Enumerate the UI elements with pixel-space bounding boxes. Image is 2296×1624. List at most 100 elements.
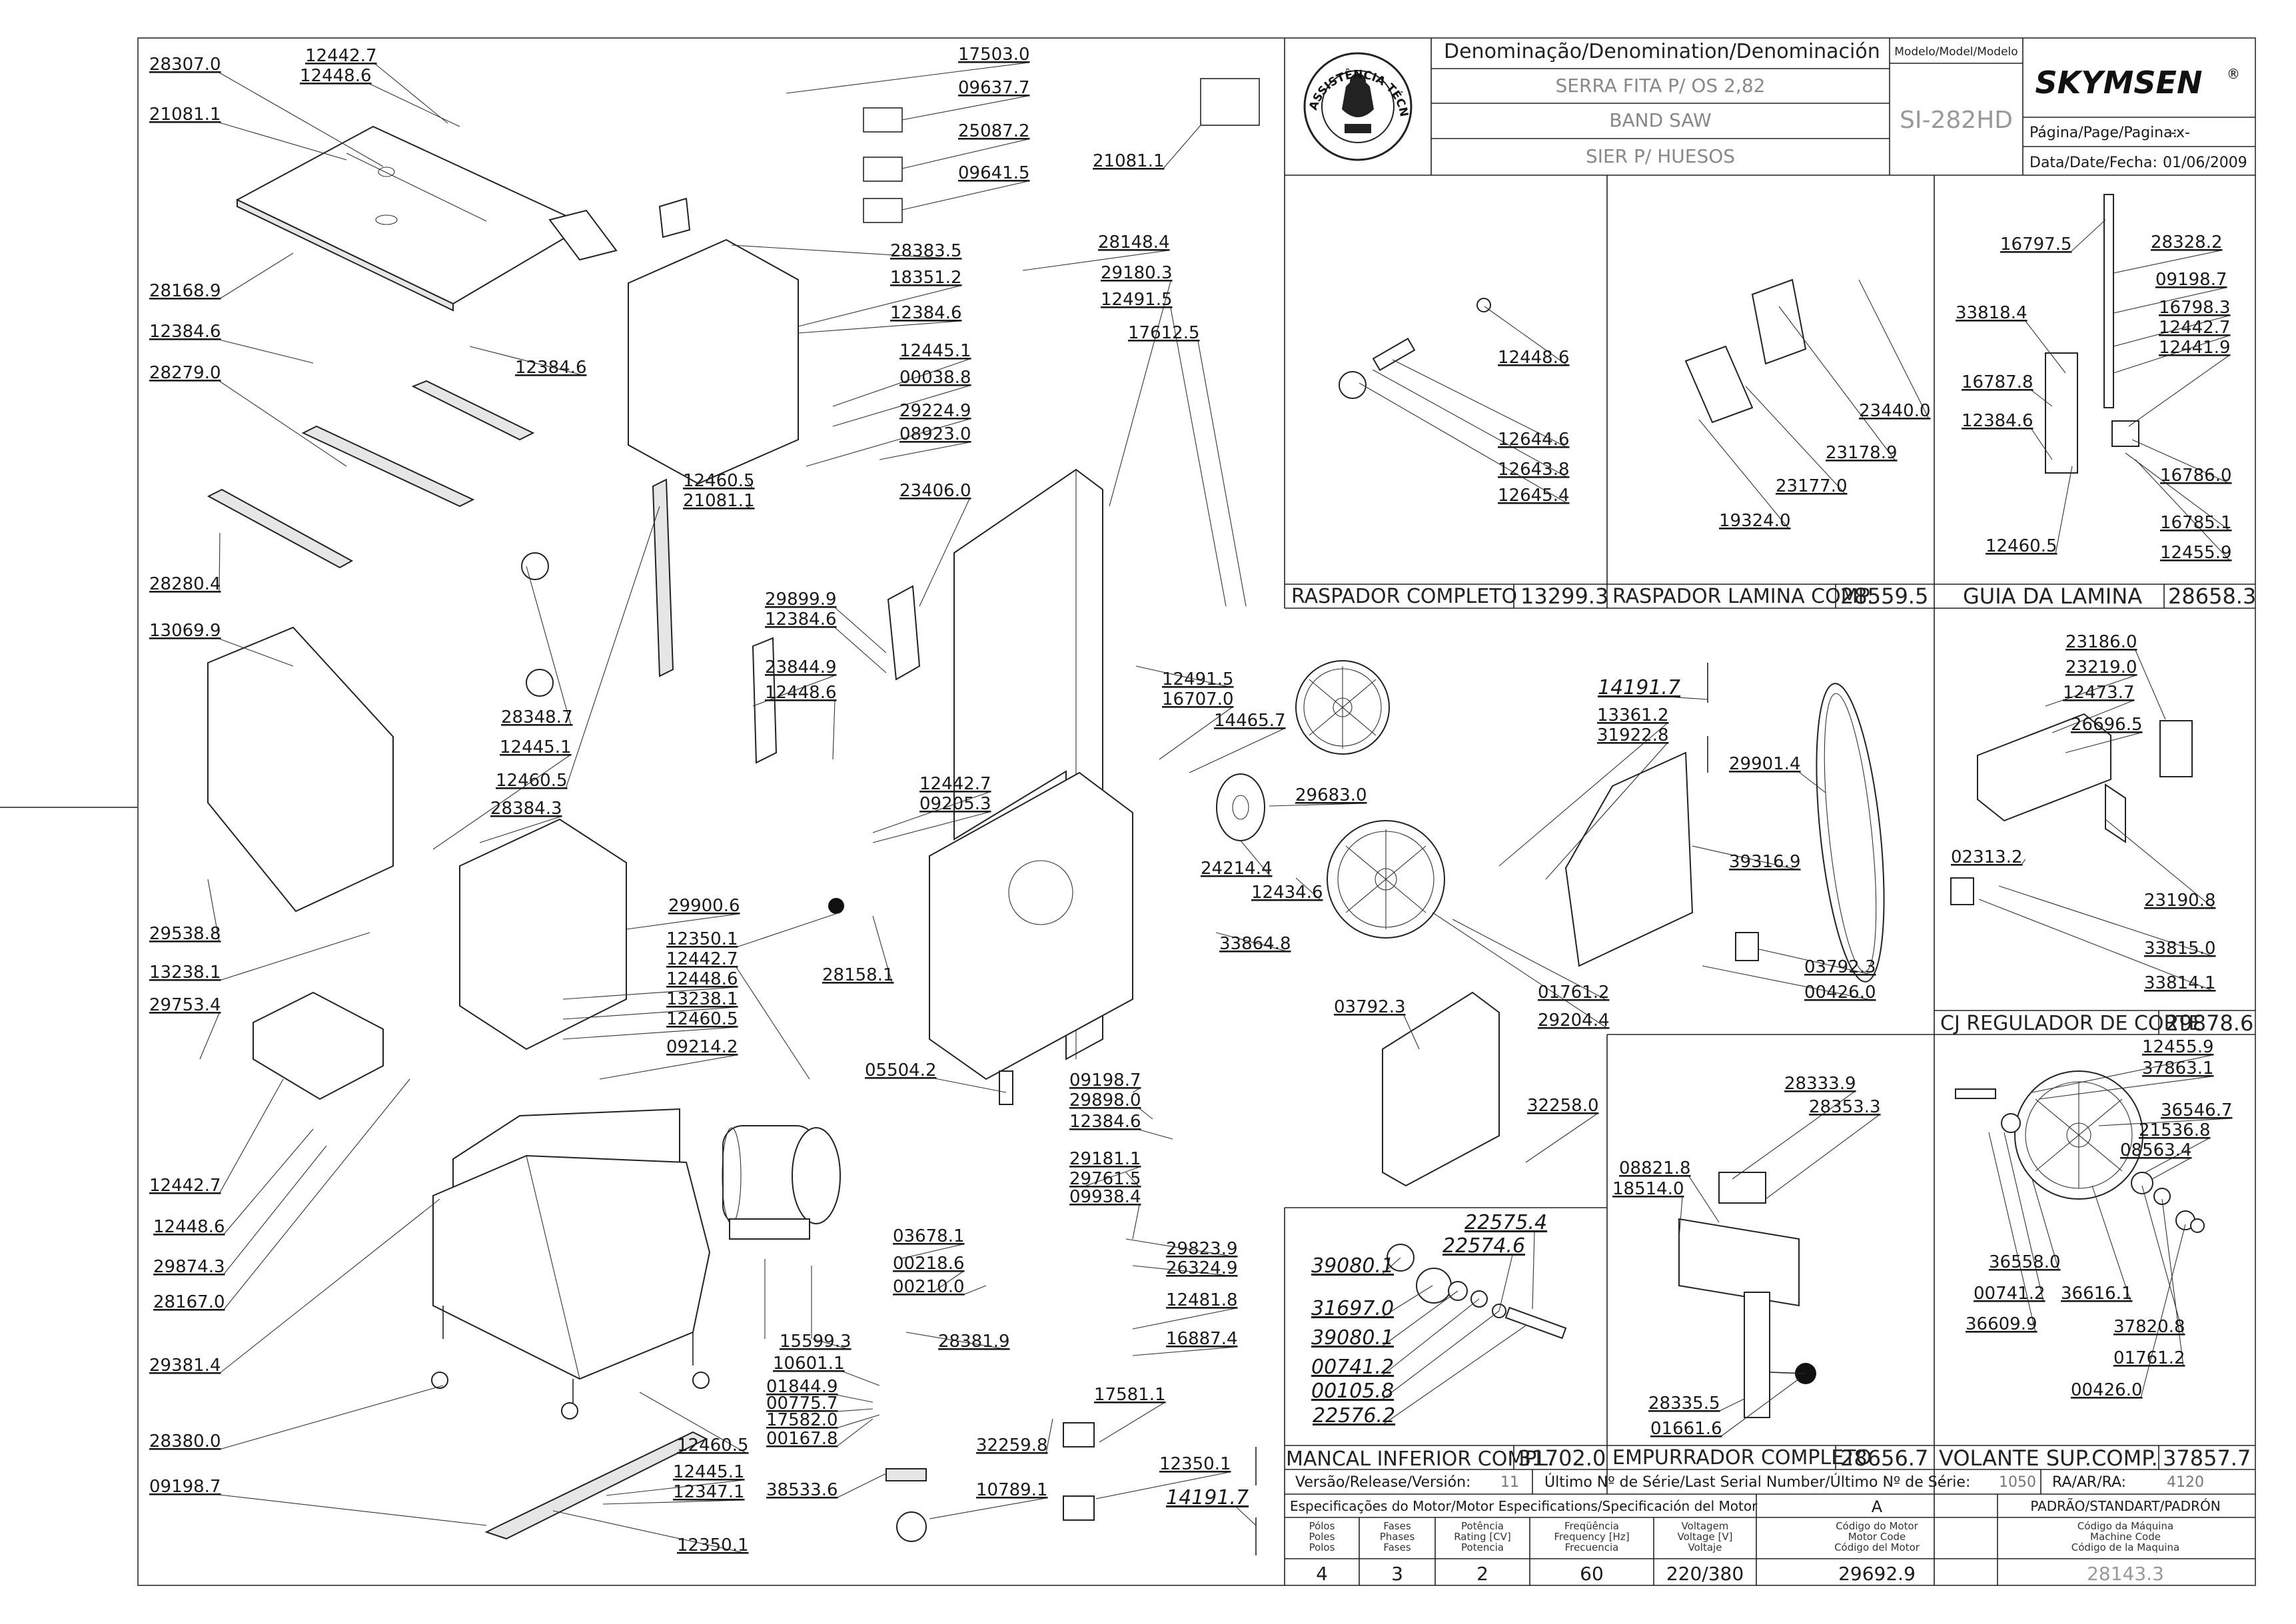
leader-line bbox=[219, 1494, 487, 1526]
part-label-29898.0: 29898.0 bbox=[1069, 1090, 1141, 1110]
part-label-17612.5: 17612.5 bbox=[1128, 323, 1200, 343]
part-label-25087.2: 25087.2 bbox=[958, 121, 1030, 141]
leader-line bbox=[1381, 1310, 1500, 1401]
spec-col-header: Fases bbox=[1383, 1520, 1411, 1532]
sub-5-part-label: 08821.8 bbox=[1619, 1158, 1691, 1178]
leader-line bbox=[901, 95, 1029, 121]
leader-line bbox=[219, 339, 314, 364]
sub-4-part-label: 22576.2 bbox=[1313, 1404, 1395, 1427]
leader-line bbox=[1125, 1238, 1237, 1258]
sub-3-part-label: 23219.0 bbox=[2065, 657, 2137, 677]
part-label-29900.6: 29900.6 bbox=[668, 896, 740, 916]
spec-col-header: Voltaje bbox=[1688, 1541, 1722, 1553]
leader-line bbox=[2065, 732, 2141, 753]
leader-line bbox=[219, 532, 221, 593]
spec-col-value: 2 bbox=[1476, 1563, 1488, 1585]
part-label-01844.9: 01844.9 bbox=[766, 1377, 838, 1397]
sub-name-2: GUIA DA LAMINA bbox=[1963, 584, 2142, 609]
leader-line bbox=[219, 1078, 284, 1194]
leader-line bbox=[2055, 466, 2073, 555]
leader-line bbox=[2128, 355, 2229, 427]
part-label-24214.4: 24214.4 bbox=[1201, 859, 1273, 879]
denomination-header: Denominação/Denomination/Denominación bbox=[1444, 40, 1880, 63]
spec-col-header: Frecuencia bbox=[1565, 1541, 1619, 1553]
leader-line bbox=[1381, 1290, 1458, 1348]
leader-line bbox=[2038, 1076, 2213, 1100]
leader-line bbox=[1269, 803, 1366, 807]
leader-line bbox=[872, 791, 990, 833]
leader-line bbox=[1545, 743, 1668, 880]
sub-2-part-label: 12442.7 bbox=[2159, 318, 2231, 338]
leader-line bbox=[219, 932, 370, 981]
leader-line bbox=[1702, 965, 1875, 1001]
part-label-17581.1: 17581.1 bbox=[1094, 1385, 1166, 1405]
part-label-28348.7: 28348.7 bbox=[501, 707, 573, 727]
spec-col-header: Código da Máquina bbox=[2077, 1520, 2173, 1532]
leader-line bbox=[199, 1013, 220, 1060]
leader-line bbox=[832, 358, 970, 407]
leader-line bbox=[1765, 1114, 1880, 1200]
name-es: SIER P/ HUESOS bbox=[1586, 145, 1735, 167]
rail-28280 bbox=[207, 488, 354, 569]
box-09641 bbox=[1200, 78, 1260, 126]
part-label-13238.1: 13238.1 bbox=[149, 963, 221, 983]
main-exploded-view bbox=[207, 78, 1885, 1555]
part-label-12442.7: 12442.7 bbox=[666, 949, 738, 969]
part-label-12491.5: 12491.5 bbox=[1101, 290, 1173, 310]
leader-line bbox=[1667, 696, 1708, 700]
leader-line bbox=[1732, 1091, 1855, 1180]
leader-line bbox=[1132, 1204, 1140, 1240]
leader-line bbox=[526, 566, 572, 726]
leader-line bbox=[2031, 390, 2053, 407]
part-label-21081.1: 21081.1 bbox=[683, 491, 755, 511]
leader-line bbox=[832, 700, 836, 760]
spec-col-header: Motor Code bbox=[1848, 1531, 1906, 1543]
leader-line bbox=[219, 252, 294, 300]
leader-line bbox=[1235, 1506, 1257, 1526]
part-label-12460.5: 12460.5 bbox=[677, 1435, 749, 1455]
part-label-31922.8: 31922.8 bbox=[1597, 725, 1669, 745]
part-label-12350.1: 12350.1 bbox=[677, 1535, 749, 1555]
part-label-12350.1: 12350.1 bbox=[1159, 1454, 1231, 1474]
leader-line bbox=[1381, 1285, 1433, 1318]
sub-6-part-label: 36546.7 bbox=[2161, 1100, 2233, 1120]
part-label-29901.4: 29901.4 bbox=[1729, 754, 1801, 774]
leader-line bbox=[1215, 932, 1290, 953]
leader-line bbox=[1988, 1132, 2036, 1333]
lower-frame-housing bbox=[929, 771, 1133, 1080]
sub-4-part-label: 39080.1 bbox=[1311, 1326, 1394, 1350]
part-label-12347.1: 12347.1 bbox=[673, 1482, 745, 1502]
leader-line bbox=[1189, 728, 1285, 773]
page-label: Página/Page/Pagina: bbox=[2029, 125, 2177, 141]
leader-line bbox=[879, 442, 970, 460]
part-label-00775.7: 00775.7 bbox=[766, 1394, 838, 1414]
sub-1-part-label: 23177.0 bbox=[1776, 476, 1848, 496]
leader-line bbox=[223, 1145, 327, 1276]
part-label-29180.3: 29180.3 bbox=[1101, 263, 1173, 283]
sub-3-part-label: 23190.8 bbox=[2144, 891, 2216, 911]
leader-line bbox=[1170, 307, 1227, 607]
leader-line bbox=[832, 385, 970, 427]
leader-line bbox=[479, 816, 561, 843]
sub-0-part-label: 12643.8 bbox=[1498, 460, 1570, 480]
leader-line bbox=[1109, 280, 1171, 507]
leader-line bbox=[1678, 1196, 1683, 1240]
leader-line bbox=[1998, 885, 2215, 957]
side-cover-plate bbox=[207, 626, 394, 913]
part-label-12445.1: 12445.1 bbox=[500, 737, 572, 757]
leader-line bbox=[836, 1473, 887, 1499]
leader-line bbox=[836, 1418, 873, 1447]
part-label-15599.3: 15599.3 bbox=[780, 1332, 852, 1352]
leader-line bbox=[2140, 1224, 2186, 1399]
part-label-13238.1: 13238.1 bbox=[666, 989, 738, 1009]
leader-line bbox=[599, 1054, 737, 1080]
sub-2-part-label: 12441.9 bbox=[2159, 338, 2231, 358]
spec-col-value: 60 bbox=[1580, 1563, 1604, 1585]
sub-name-0: RASPADOR COMPLETO bbox=[1291, 585, 1517, 608]
leader-line bbox=[369, 83, 460, 127]
lower-wheel bbox=[1327, 820, 1445, 939]
leader-line bbox=[1381, 1257, 1401, 1276]
leader-line bbox=[1525, 1113, 1598, 1163]
part-label-12460.5: 12460.5 bbox=[496, 771, 568, 791]
